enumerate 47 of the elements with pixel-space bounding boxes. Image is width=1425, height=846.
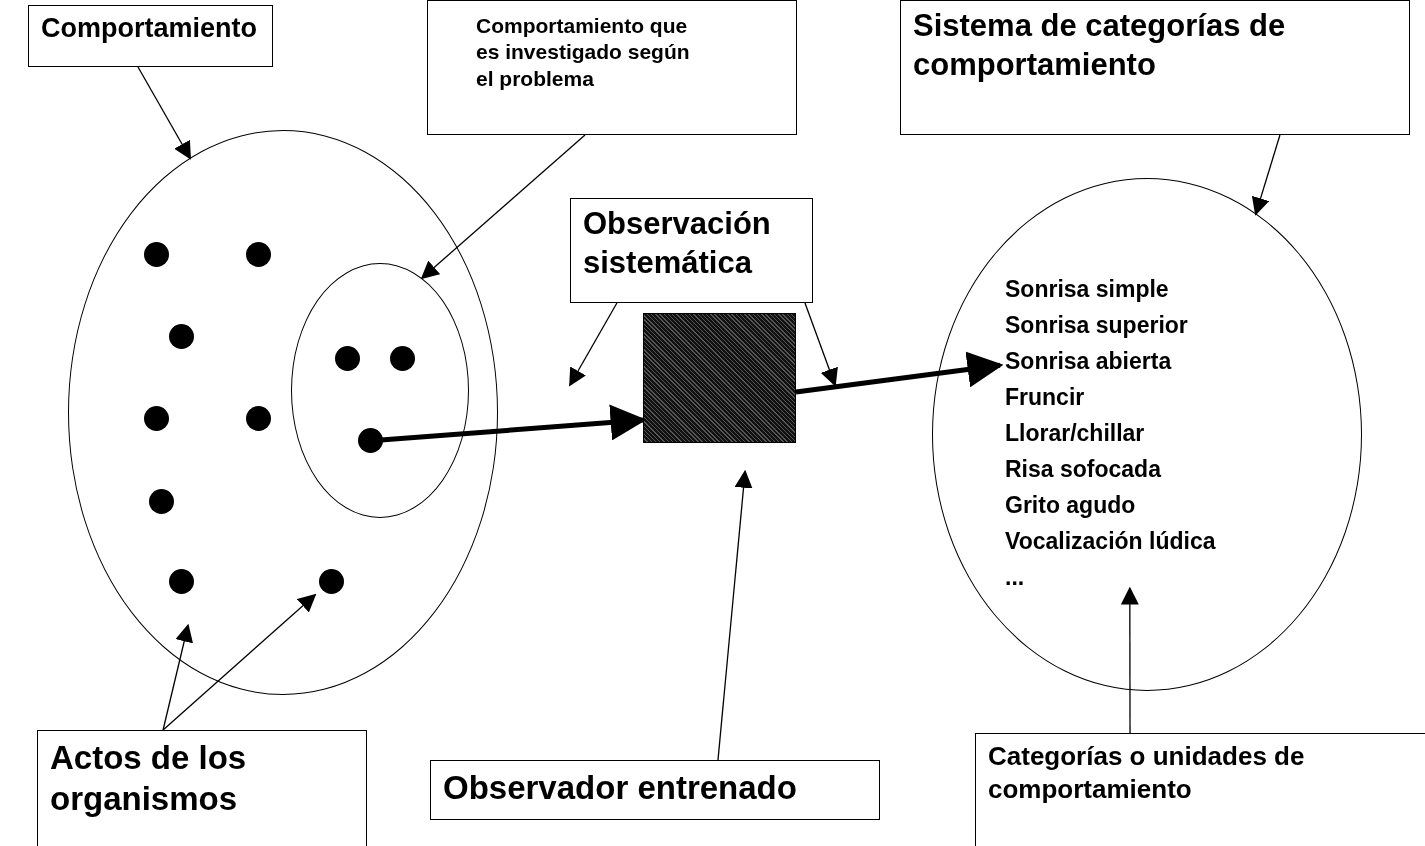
category-item: Sonrisa simple (1005, 275, 1170, 304)
leader-line (1251, 134, 1281, 216)
callout-text: Sistema de categorías de comportamiento (913, 7, 1287, 84)
callout-text: Categorías o unidades de comportamiento (988, 740, 1306, 805)
callout-text: Observador entrenado (443, 768, 798, 808)
arrow (795, 351, 1004, 395)
observation-block (643, 313, 796, 443)
leader-line (717, 469, 753, 761)
category-item: ... (1005, 563, 1026, 592)
callout-text: Comportamiento que es investigado según el problema (476, 13, 691, 92)
leader-line (1120, 586, 1139, 734)
act-dot (319, 569, 344, 594)
callout-box (570, 198, 813, 303)
act-dot (144, 242, 169, 267)
category-item: Vocalización lúdica (1005, 527, 1216, 556)
leader-line (804, 302, 838, 387)
act-dot (169, 324, 194, 349)
leader-line (569, 302, 618, 387)
callout-box (427, 0, 797, 135)
callout-box (900, 0, 1410, 135)
callout-text: Actos de los organismos (50, 738, 248, 820)
act-dot (169, 569, 194, 594)
callout-box (430, 760, 880, 820)
callout-box (37, 730, 367, 846)
callout-text: Comportamiento (41, 12, 258, 45)
leader-line (420, 134, 586, 280)
act-dot (390, 346, 415, 371)
ellipse-outline (68, 130, 498, 695)
category-item: Grito agudo (1005, 491, 1137, 520)
act-dot (246, 242, 271, 267)
act-dot (335, 346, 360, 371)
category-item: Risa sofocada (1005, 455, 1163, 484)
act-dot (246, 406, 271, 431)
category-item: Sonrisa superior (1005, 311, 1189, 340)
leader-line (137, 66, 191, 160)
callout-box (975, 733, 1425, 846)
category-item: Llorar/chillar (1005, 419, 1146, 448)
ellipse-outline (932, 178, 1362, 691)
category-item: Fruncir (1005, 383, 1086, 412)
act-dot (149, 489, 174, 514)
leader-line (162, 623, 193, 731)
category-item: Sonrisa abierta (1005, 347, 1173, 376)
callout-text: Observación sistemática (583, 205, 772, 282)
leader-line (162, 593, 317, 731)
act-dot (358, 428, 383, 453)
callout-box (28, 5, 273, 67)
act-dot (144, 406, 169, 431)
